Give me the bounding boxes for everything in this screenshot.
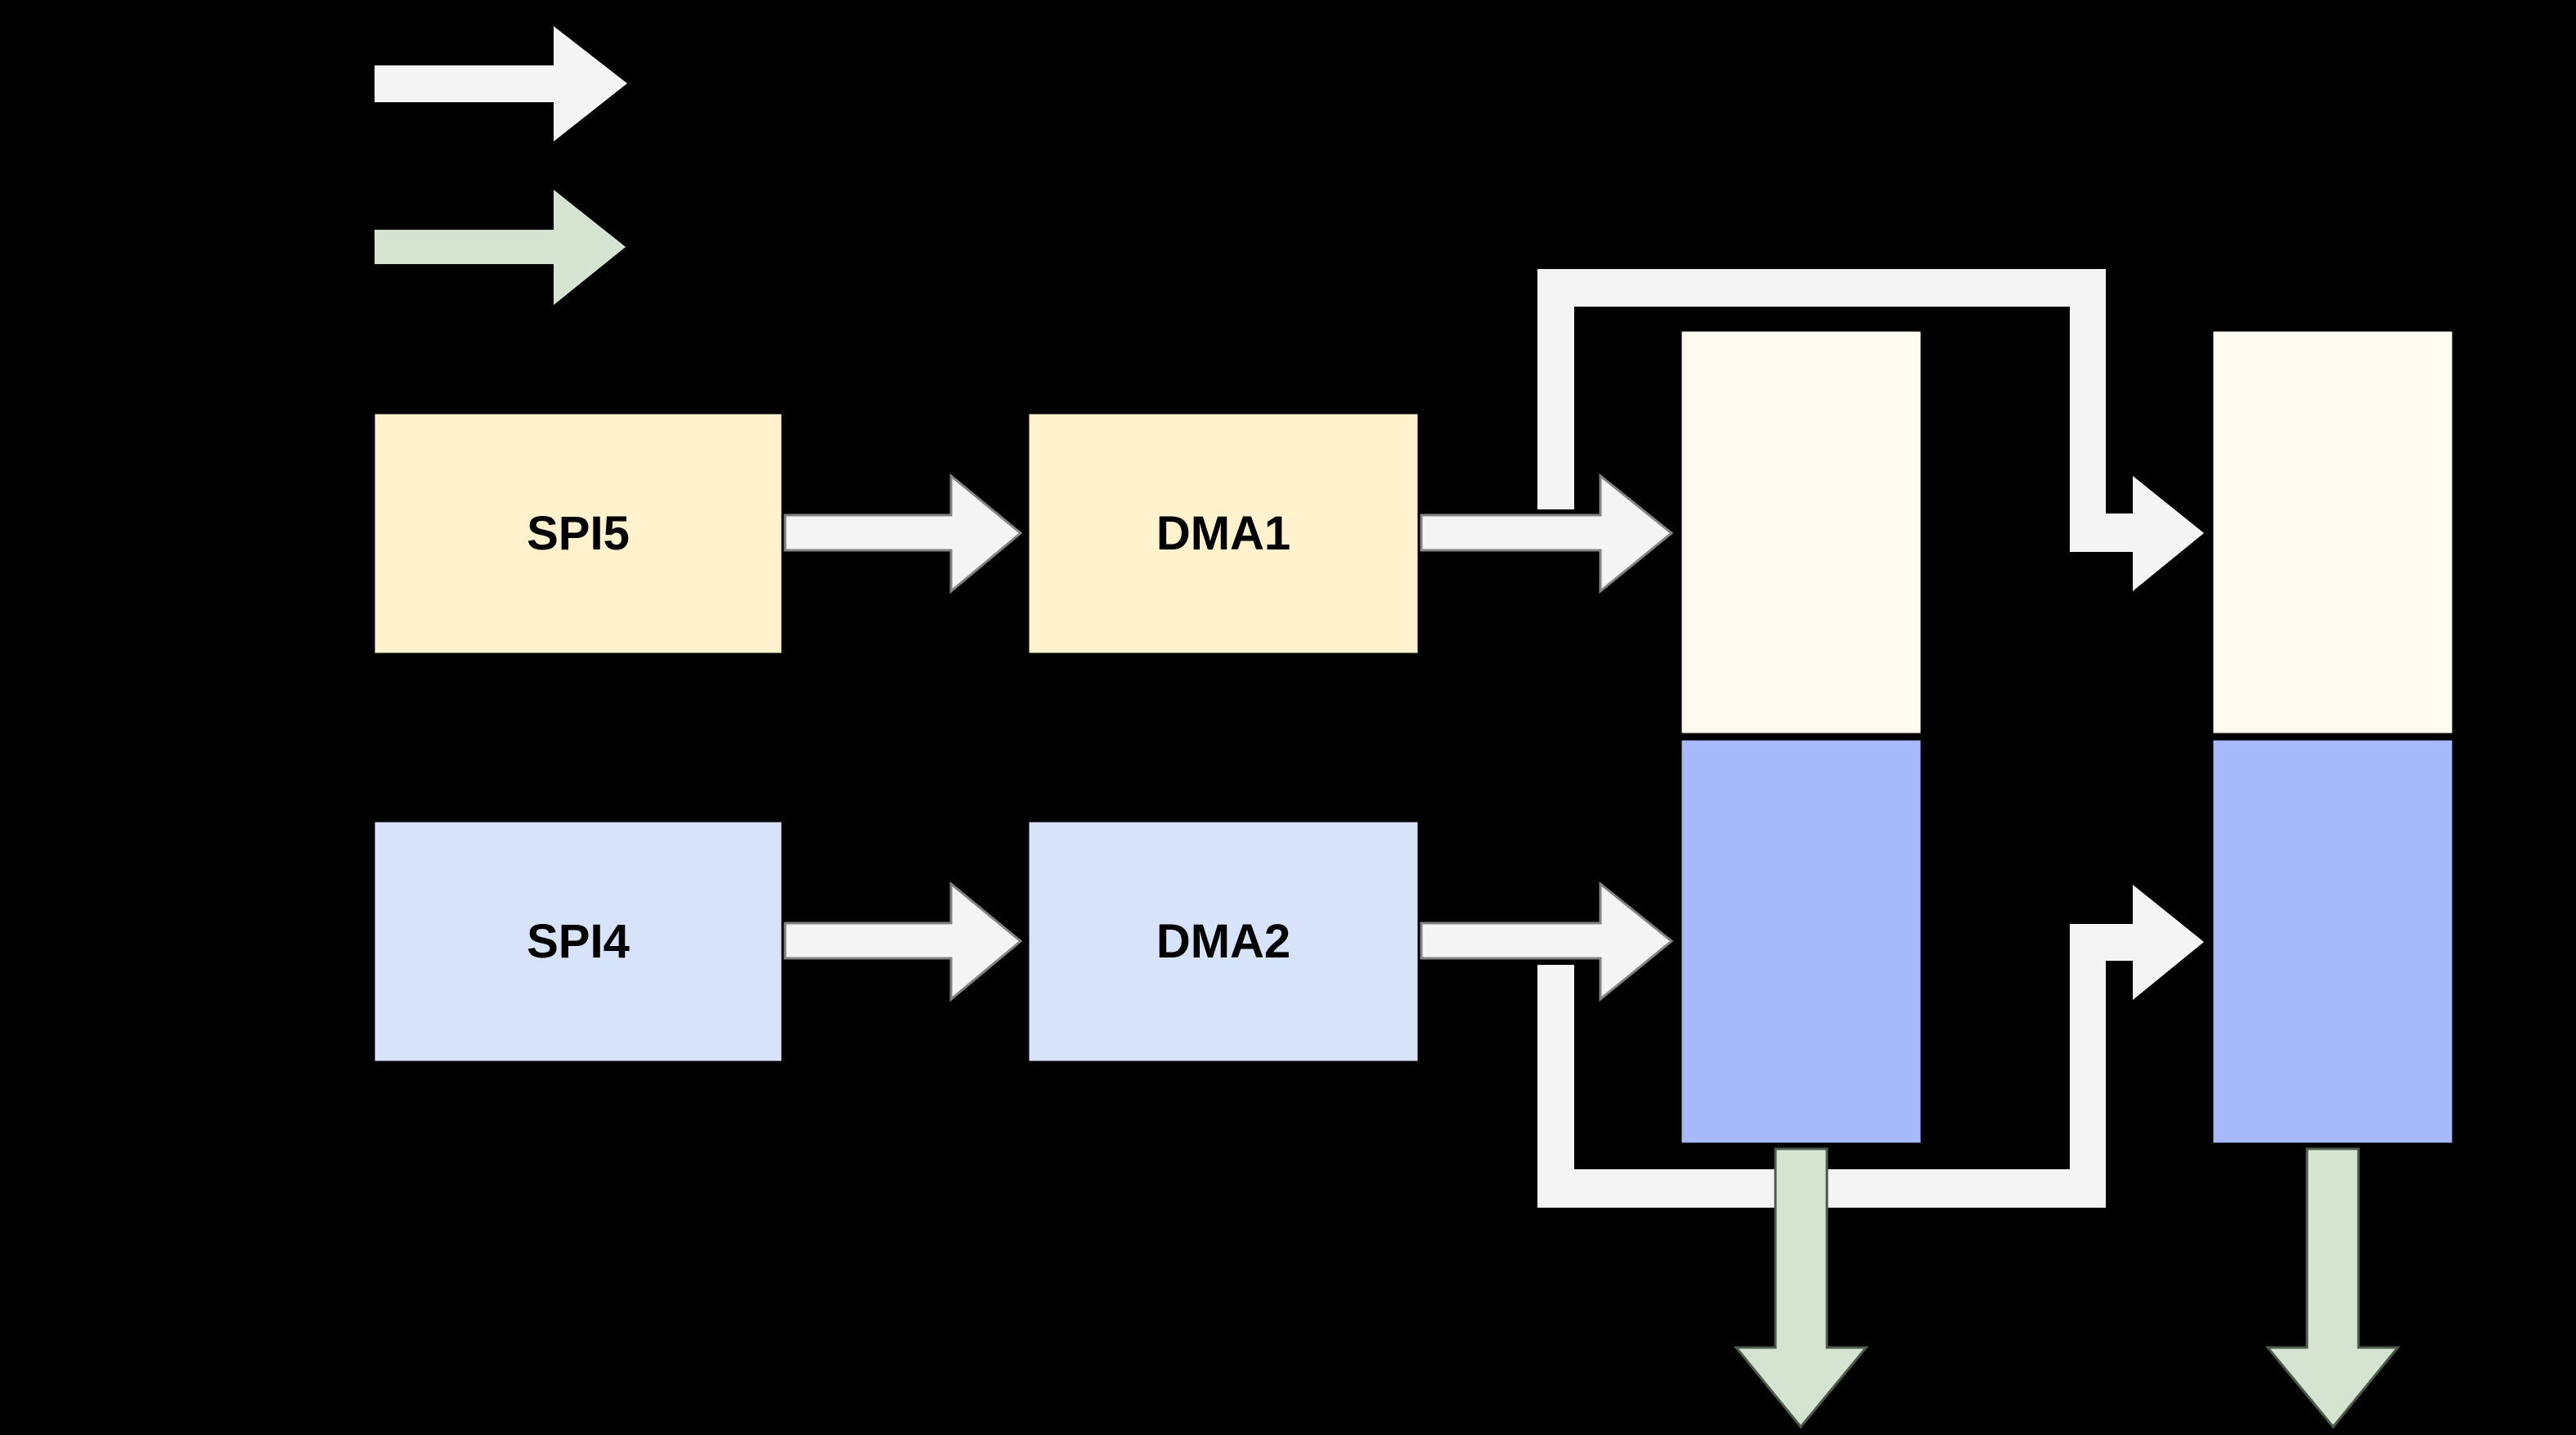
loop-connector-dma2-buffer2 [1537, 885, 2204, 1208]
buffer2-top-section [2210, 329, 2455, 736]
dma1-label: DMA1 [1156, 507, 1290, 560]
loop-connector-dma1-buffer2 [1537, 269, 2204, 591]
green-down-arrow-buffer2 [2264, 1147, 2401, 1429]
arrow-dma2-to-buffer1 [1420, 881, 1674, 1002]
buffer2-bottom-section [2210, 738, 2455, 1146]
legend-green-arrow-icon [375, 190, 626, 305]
dma2-box [1026, 819, 1420, 1064]
spi5-box [372, 411, 784, 656]
arrow-spi4-to-dma2 [783, 881, 1023, 1002]
spi4-box [372, 819, 784, 1064]
legend-white-arrow-icon [375, 26, 627, 141]
spi4-label: SPI4 [527, 915, 630, 968]
buffer1-bottom-section [1679, 738, 1923, 1146]
spi5-label: SPI5 [527, 507, 630, 560]
buffer1-top-section [1679, 329, 1923, 736]
green-down-arrow-buffer1 [1733, 1147, 1869, 1429]
arrow-dma1-to-buffer1 [1420, 473, 1674, 594]
dma1-box [1026, 411, 1420, 656]
arrow-spi5-to-dma1 [783, 473, 1023, 594]
dma2-label: DMA2 [1156, 915, 1290, 968]
